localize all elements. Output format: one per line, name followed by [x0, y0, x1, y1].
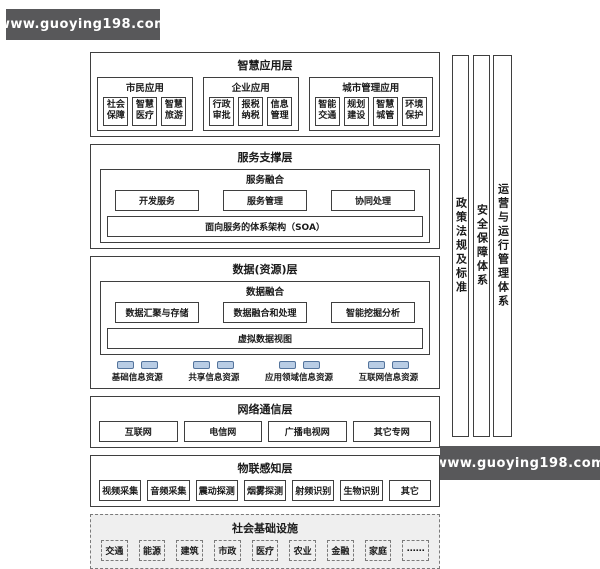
fusion-title: 数据融合	[245, 286, 284, 298]
resource-group: 应用领域信息资源	[265, 360, 334, 383]
perception-item: 烟雾探测	[243, 479, 287, 501]
application-groups: 市民应用 社会保障 智慧医疗 智慧旅游 企业应用 行政审批 报税纳税 信息管理 …	[97, 77, 433, 131]
service-row: 开发服务 服务管理 协同处理	[107, 189, 423, 211]
pillar-policy-regulations-standards: 政策法规及标准	[452, 55, 469, 437]
network-item: 互联网	[99, 420, 178, 442]
perception-item: 震动探测	[195, 479, 238, 501]
resource-group: 互联网信息资源	[358, 360, 419, 383]
network-row: 互联网 电信网 广播电视网 其它专网	[97, 420, 433, 442]
watermark-bottom: www.guoying198.com	[435, 446, 600, 480]
infrastructure-item: 金融	[327, 539, 354, 561]
infrastructure-item: 交通	[100, 539, 128, 561]
layer-data-resource: 数据(资源)层 数据融合 数据汇聚与存储 数据融合和处理 智能挖掘分析 虚拟数据…	[90, 255, 440, 389]
network-item: 广播电视网	[268, 420, 347, 442]
pillar-operation-management-system: 运营与运行管理体系	[493, 55, 512, 437]
layer-smart-application: 智慧应用层 市民应用 社会保障 智慧医疗 智慧旅游 企业应用 行政审批 报税纳税…	[90, 52, 440, 137]
information-resources-row: 基础信息资源 共享信息资源 应用领域信息资源	[97, 360, 433, 383]
infrastructure-item: 医疗	[251, 539, 279, 561]
group-citizen-apps: 市民应用 社会保障 智慧医疗 智慧旅游	[97, 77, 193, 131]
app-item: 信息管理	[267, 97, 293, 126]
service-item: 协同处理	[331, 189, 415, 211]
infrastructure-row: 交通 能源 建筑 市政 医疗 农业 金融 家庭 ……	[99, 539, 431, 561]
soa-box: 面向服务的体系架构（SOA）	[107, 215, 423, 237]
database-icon	[217, 360, 235, 369]
layer-title: 网络通信层	[237, 402, 293, 416]
database-icon	[367, 360, 385, 369]
database-icon	[140, 360, 158, 369]
database-icon	[302, 360, 320, 369]
resource-icons	[112, 360, 163, 369]
app-item: 社会保障	[103, 97, 129, 126]
service-item: 开发服务	[115, 189, 199, 211]
infrastructure-item: 家庭	[364, 539, 392, 561]
group-title: 市民应用	[125, 83, 164, 94]
app-item: 环境保护	[401, 97, 427, 126]
virtual-data-view-box: 虚拟数据视图	[107, 327, 423, 349]
resource-group: 基础信息资源	[111, 360, 163, 383]
perception-item: 视频采集	[99, 479, 142, 501]
perception-row: 视频采集 音频采集 震动探测 烟雾探测 射频识别 生物识别 其它	[97, 479, 433, 501]
group-title: 城市管理应用	[342, 83, 400, 94]
perception-item: 生物识别	[340, 479, 383, 501]
network-item: 其它专网	[352, 420, 431, 442]
resource-icons	[359, 360, 419, 369]
group-items: 行政审批 报税纳税 信息管理	[208, 97, 294, 126]
service-item: 服务管理	[223, 189, 307, 211]
data-process-item: 智能挖掘分析	[331, 301, 415, 323]
layer-network-communication: 网络通信层 互联网 电信网 广播电视网 其它专网	[90, 395, 440, 448]
app-item: 智慧医疗	[132, 97, 158, 126]
app-item: 报税纳税	[238, 97, 264, 126]
layer-iot-perception: 物联感知层 视频采集 音频采集 震动探测 烟雾探测 射频识别 生物识别 其它	[90, 454, 440, 507]
perception-item: 音频采集	[147, 479, 190, 501]
resource-label: 互联网信息资源	[358, 372, 419, 383]
service-fusion-box: 服务融合 开发服务 服务管理 协同处理 面向服务的体系架构（SOA）	[100, 168, 430, 243]
database-icon	[278, 360, 296, 369]
smart-city-architecture-diagram: 智慧应用层 市民应用 社会保障 智慧医疗 智慧旅游 企业应用 行政审批 报税纳税…	[90, 52, 440, 569]
resource-label: 应用领域信息资源	[265, 372, 334, 383]
resource-icons	[265, 360, 333, 369]
database-icon	[116, 360, 134, 369]
pillar-label: 政策法规及标准	[454, 197, 468, 295]
app-item: 规划建设	[343, 97, 369, 126]
watermark-top: www.guoying198.com	[0, 9, 168, 40]
pillar-label: 安全保障体系	[475, 204, 489, 288]
layer-title: 数据(资源)层	[232, 262, 298, 276]
group-title: 企业应用	[231, 83, 270, 94]
database-icon	[391, 360, 409, 369]
network-item: 电信网	[183, 420, 262, 442]
layer-service-support: 服务支撑层 服务融合 开发服务 服务管理 协同处理 面向服务的体系架构（SOA）	[90, 143, 440, 249]
infrastructure-item: ……	[402, 539, 430, 561]
layer-title: 物联感知层	[237, 461, 293, 475]
layer-title: 智慧应用层	[237, 59, 293, 72]
infrastructure-item: 建筑	[176, 539, 203, 561]
database-icon	[193, 360, 211, 369]
infrastructure-item: 农业	[289, 539, 317, 561]
pillar-security-assurance-system: 安全保障体系	[473, 55, 490, 437]
perception-item: 射频识别	[292, 479, 335, 501]
data-fusion-box: 数据融合 数据汇聚与存储 数据融合和处理 智能挖掘分析 虚拟数据视图	[100, 280, 430, 355]
app-item: 智慧旅游	[161, 97, 187, 126]
app-item: 智慧城管	[372, 97, 398, 126]
infrastructure-item: 市政	[214, 539, 241, 561]
app-item: 智能交通	[314, 97, 340, 126]
app-item: 行政审批	[209, 97, 235, 126]
group-items: 智能交通 规划建设 智慧城管 环境保护	[314, 97, 428, 126]
resource-label: 共享信息资源	[188, 372, 240, 383]
data-process-row: 数据汇聚与存储 数据融合和处理 智能挖掘分析	[107, 301, 423, 323]
layer-social-infrastructure: 社会基础设施 交通 能源 建筑 市政 医疗 农业 金融 家庭 ……	[90, 513, 440, 569]
group-items: 社会保障 智慧医疗 智慧旅游	[102, 97, 188, 126]
data-process-item: 数据融合和处理	[223, 301, 307, 323]
pillar-label: 运营与运行管理体系	[496, 183, 510, 309]
perception-item: 其它	[388, 479, 431, 501]
data-process-item: 数据汇聚与存储	[115, 301, 199, 323]
resource-icons	[188, 360, 239, 369]
layer-title: 服务支撑层	[237, 150, 293, 164]
resource-group: 共享信息资源	[188, 360, 240, 383]
group-city-management-apps: 城市管理应用 智能交通 规划建设 智慧城管 环境保护	[308, 77, 433, 131]
fusion-title: 服务融合	[245, 174, 284, 186]
resource-label: 基础信息资源	[111, 372, 163, 383]
layer-title: 社会基础设施	[232, 521, 298, 535]
group-enterprise-apps: 企业应用 行政审批 报税纳税 信息管理	[202, 77, 299, 131]
infrastructure-item: 能源	[138, 539, 166, 561]
